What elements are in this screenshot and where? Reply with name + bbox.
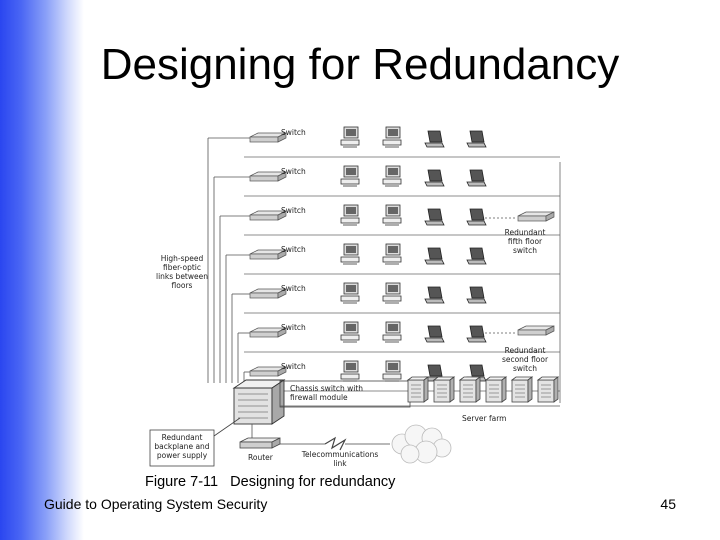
switch-icon [249, 249, 287, 260]
desktop-computer-icon [382, 204, 402, 226]
laptop-computer-icon [466, 247, 487, 265]
redundant-fifth-label: Redundant [505, 228, 546, 237]
desktop-computer-icon [340, 282, 360, 304]
laptop-computer-icon [424, 130, 445, 148]
laptop-computer-icon [466, 169, 487, 187]
desktop-computer-icon [382, 282, 402, 304]
desktop-computer-icon [340, 204, 360, 226]
figure-caption: Figure 7-11 Designing for redundancy [145, 474, 395, 490]
laptop-computer-icon [466, 130, 487, 148]
fiber-optic-label: links between [156, 272, 208, 281]
switch-icon [249, 366, 287, 377]
fiber-optic-label: fiber-optic [163, 263, 201, 272]
desktop-computer-icon [382, 321, 402, 343]
backplane-label: power supply [157, 451, 208, 460]
router-label: Router [248, 453, 274, 462]
switch-label: Switch [281, 167, 306, 176]
desktop-computer-icon [382, 360, 402, 382]
cloud-icon [391, 424, 452, 464]
desktop-computer-icon [340, 126, 360, 148]
lightning-bolt-icon [324, 436, 347, 451]
chassis-switch-label: Chassis switch with [290, 384, 363, 393]
desktop-computer-icon [340, 165, 360, 187]
switch-icon [249, 171, 287, 182]
switch-icon [249, 327, 287, 338]
desktop-computer-icon [382, 243, 402, 265]
laptop-computer-icon [466, 325, 487, 343]
redundant-second-label: Redundant [505, 346, 546, 355]
server-icon [432, 376, 456, 403]
laptop-computer-icon [424, 325, 445, 343]
fiber-optic-label: High-speed [161, 254, 204, 263]
switch-icon [249, 132, 287, 143]
switch-label: Switch [281, 206, 306, 215]
telecom-label: Telecommunications [301, 450, 379, 459]
switch-label: Switch [281, 128, 306, 137]
server-icon [406, 376, 430, 403]
switch-label: Switch [281, 323, 306, 332]
chassis-switch-icon [232, 379, 286, 425]
footer-course-title: Guide to Operating System Security [44, 496, 268, 512]
laptop-computer-icon [466, 286, 487, 304]
server-icon [484, 376, 508, 403]
laptop-computer-icon [424, 247, 445, 265]
redundant-switch-icon [517, 211, 555, 222]
laptop-computer-icon [424, 208, 445, 226]
desktop-computer-icon [382, 126, 402, 148]
redundant-fifth-label: switch [513, 246, 537, 255]
slide-title: Designing for Redundancy [100, 40, 620, 89]
redundant-second-label: second floor [502, 355, 549, 364]
laptop-computer-icon [466, 208, 487, 226]
redundant-switch-icon [517, 325, 555, 336]
backplane-label-box [149, 429, 215, 467]
backplane-label: Redundant [162, 433, 203, 442]
switch-label: Switch [281, 284, 306, 293]
redundant-fifth-label: fifth floor [508, 237, 543, 246]
network-diagram-svg: SwitchSwitchSwitchSwitchSwitchSwitchSwit… [149, 126, 561, 468]
desktop-computer-icon [382, 165, 402, 187]
switch-label: Switch [281, 245, 306, 254]
left-gradient-bar [0, 0, 84, 540]
desktop-computer-icon [340, 360, 360, 382]
server-icon [458, 376, 482, 403]
fiber-optic-label: floors [172, 281, 193, 290]
server-icon [510, 376, 534, 403]
switch-label: Switch [281, 362, 306, 371]
desktop-computer-icon [340, 243, 360, 265]
telecom-label: link [333, 459, 347, 468]
switch-icon [249, 210, 287, 221]
laptop-computer-icon [424, 286, 445, 304]
caption-text: Designing for redundancy [230, 474, 396, 490]
router-icon [239, 437, 281, 449]
backplane-pointer-line [213, 417, 241, 437]
server-icon [536, 376, 560, 403]
backplane-label: backplane and [154, 442, 209, 451]
server-farm-label: Server farm [462, 414, 506, 423]
desktop-computer-icon [340, 321, 360, 343]
laptop-computer-icon [424, 169, 445, 187]
switch-icon [249, 288, 287, 299]
page-number: 45 [660, 496, 676, 512]
redundant-second-label: switch [513, 364, 537, 373]
chassis-switch-label: firewall module [290, 393, 348, 402]
caption-label: Figure 7-11 [145, 474, 219, 490]
